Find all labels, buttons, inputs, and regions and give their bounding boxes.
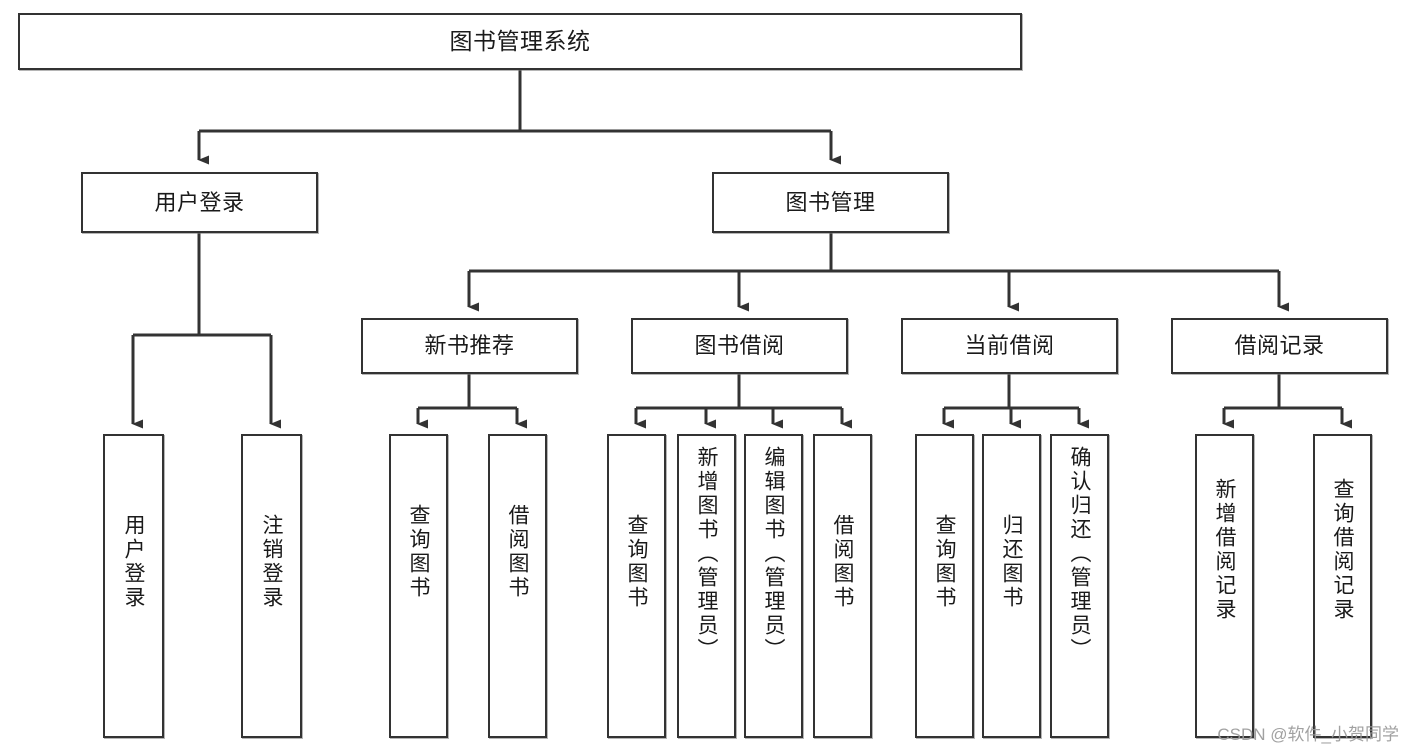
leaf-query-book-borrow[interactable]: 查询图书 bbox=[607, 434, 666, 738]
node-label: 借阅图书 bbox=[831, 514, 854, 610]
leaf-query-borrow-record[interactable]: 查询借阅记录 bbox=[1313, 434, 1372, 738]
node-label: 编辑图书（管理员） bbox=[762, 446, 785, 662]
node-label: 用户登录 bbox=[122, 514, 145, 610]
node-label: 查询借阅记录 bbox=[1331, 478, 1354, 622]
leaf-return-book[interactable]: 归还图书 bbox=[982, 434, 1041, 738]
node-label: 新书推荐 bbox=[424, 333, 515, 359]
leaf-edit-book-admin[interactable]: 编辑图书（管理员） bbox=[744, 434, 803, 738]
node-label: 图书借阅 bbox=[694, 333, 785, 359]
leaf-confirm-return-admin[interactable]: 确认归还（管理员） bbox=[1050, 434, 1109, 738]
leaf-borrow-book[interactable]: 借阅图书 bbox=[813, 434, 872, 738]
node-book-management[interactable]: 图书管理 bbox=[712, 172, 949, 233]
node-root-system[interactable]: 图书管理系统 bbox=[18, 13, 1022, 70]
node-label: 查询图书 bbox=[407, 504, 430, 600]
node-label: 查询图书 bbox=[933, 514, 956, 610]
leaf-query-book-current[interactable]: 查询图书 bbox=[915, 434, 974, 738]
node-label: 借阅记录 bbox=[1234, 333, 1325, 359]
leaf-logout[interactable]: 注销登录 bbox=[241, 434, 302, 738]
leaf-query-book-recommend[interactable]: 查询图书 bbox=[389, 434, 448, 738]
leaf-borrow-book-recommend[interactable]: 借阅图书 bbox=[488, 434, 547, 738]
node-label: 新增图书（管理员） bbox=[695, 446, 718, 662]
node-label: 归还图书 bbox=[1000, 514, 1023, 610]
node-borrow-record[interactable]: 借阅记录 bbox=[1171, 318, 1388, 374]
node-current-borrow[interactable]: 当前借阅 bbox=[901, 318, 1118, 374]
node-label: 注销登录 bbox=[260, 514, 283, 610]
node-label: 查询图书 bbox=[625, 514, 648, 610]
leaf-add-book-admin[interactable]: 新增图书（管理员） bbox=[677, 434, 736, 738]
leaf-user-login[interactable]: 用户登录 bbox=[103, 434, 164, 738]
node-new-book-recommend[interactable]: 新书推荐 bbox=[361, 318, 578, 374]
node-label: 新增借阅记录 bbox=[1213, 478, 1236, 622]
watermark-text: CSDN @软件_小贺同学 bbox=[1217, 725, 1399, 744]
node-label: 借阅图书 bbox=[506, 504, 529, 600]
node-label: 图书管理 bbox=[785, 189, 876, 215]
node-book-borrow[interactable]: 图书借阅 bbox=[631, 318, 848, 374]
node-user-login[interactable]: 用户登录 bbox=[81, 172, 318, 233]
node-label: 用户登录 bbox=[154, 189, 245, 215]
node-label: 图书管理系统 bbox=[449, 27, 591, 54]
node-label: 确认归还（管理员） bbox=[1068, 446, 1091, 662]
leaf-add-borrow-record[interactable]: 新增借阅记录 bbox=[1195, 434, 1254, 738]
node-label: 当前借阅 bbox=[964, 333, 1055, 359]
